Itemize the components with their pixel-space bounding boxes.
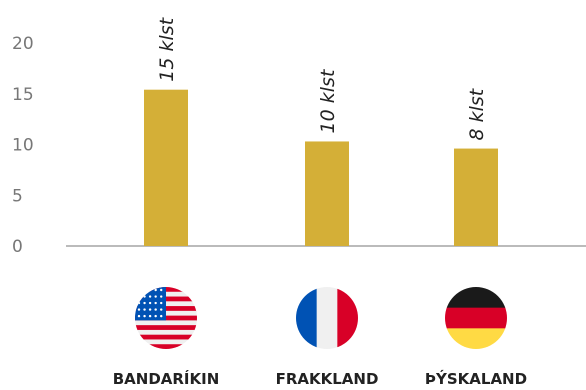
bar bbox=[305, 141, 349, 246]
y-tick-label: 5 bbox=[12, 186, 23, 206]
y-tick-label: 15 bbox=[12, 85, 34, 105]
data-label: 10 klst bbox=[317, 68, 339, 133]
france-flag-icon bbox=[296, 287, 358, 349]
category-label: BANDARÍKIN bbox=[113, 369, 220, 388]
category-label: FRAKKLAND bbox=[276, 370, 379, 388]
bar bbox=[144, 89, 188, 246]
bar bbox=[454, 148, 498, 246]
usa-flag-icon bbox=[135, 287, 197, 349]
category-label: ÞÝSKALAND bbox=[425, 369, 527, 388]
germany-flag-icon bbox=[445, 287, 507, 349]
y-tick-label: 10 bbox=[12, 136, 34, 156]
data-label: 15 klst bbox=[156, 16, 178, 81]
data-label: 8 klst bbox=[466, 87, 488, 140]
y-tick-label: 20 bbox=[12, 34, 34, 54]
y-tick-label: 0 bbox=[12, 237, 23, 257]
